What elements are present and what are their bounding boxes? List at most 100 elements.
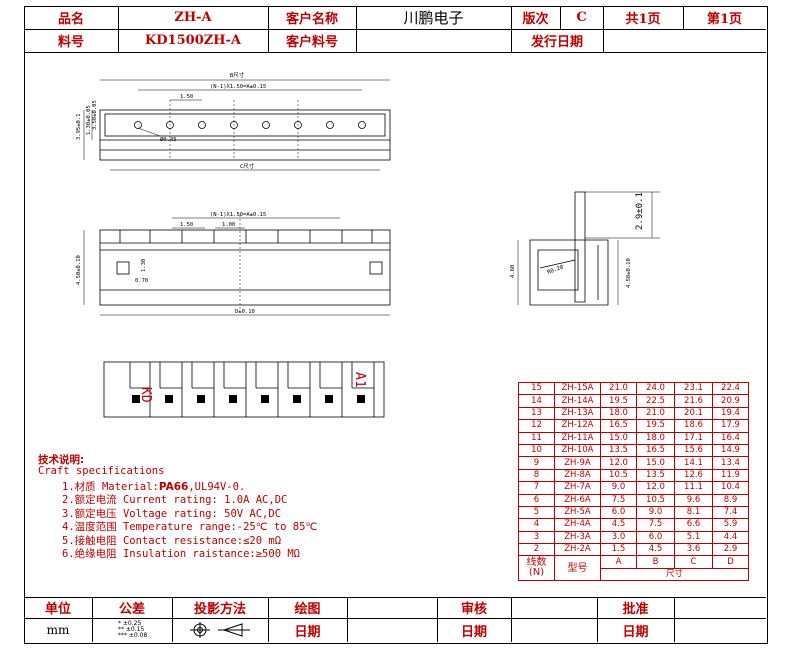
- dim-b-cell: 22.5: [636, 394, 675, 408]
- dim-a-cell: 12.0: [600, 456, 637, 470]
- unit-value: mm: [46, 623, 70, 637]
- front-h: 4.50±0.10: [76, 255, 82, 285]
- dim-a-cell: 16.5: [600, 419, 637, 433]
- dim-d-cell: 4.4: [712, 530, 749, 545]
- tolerance-3: *** ±0.08: [118, 632, 148, 639]
- version-label: 版次: [522, 12, 549, 27]
- tolerance-1: * ±0.25: [118, 620, 142, 627]
- top-view: [83, 79, 391, 171]
- name-label: 品名: [57, 12, 84, 27]
- front-pitch-total: (N-1)X1.50=A±0.15: [210, 212, 266, 218]
- wire-count-cell: 3: [518, 530, 555, 545]
- wire-count-cell: 9: [518, 456, 555, 470]
- header-col-line: [560, 6, 561, 29]
- size-label: 尺寸: [600, 567, 749, 582]
- wire-count-cell: 15: [518, 381, 555, 396]
- spec-item-en: Contact resistance:≤20 mΩ: [116, 534, 282, 547]
- dim-b-cell: 10.5: [636, 493, 675, 507]
- spec-item-cn: 3.额定电压: [62, 507, 117, 520]
- dim-d-cell: 7.4: [712, 505, 749, 520]
- side-pin-h: 2.9±0.1: [635, 192, 645, 230]
- dim-b-cell: 21.0: [636, 406, 675, 421]
- model-cell: ZH-8A: [554, 468, 601, 483]
- wire-count-cell: 7: [518, 481, 555, 495]
- version-value: C: [576, 10, 587, 25]
- wire-count-cell: 2: [518, 543, 555, 557]
- top-pitch: 1.50: [180, 94, 193, 100]
- name-value: ZH-A: [174, 10, 212, 25]
- dim-b-cell: 24.0: [636, 381, 675, 396]
- review-label: 审核: [460, 602, 487, 617]
- wire-count-header: 线数(N): [518, 555, 555, 582]
- footer-col-line: [437, 597, 438, 642]
- dim-c-cell: 5.1: [674, 530, 713, 545]
- model-cell: ZH-4A: [554, 518, 601, 532]
- wire-count-cell: 4: [518, 518, 555, 532]
- footer-top: [24, 597, 766, 598]
- dim-d-cell: 10.4: [712, 481, 749, 495]
- side-base-h: 4.60: [510, 265, 516, 278]
- header-divider: [24, 29, 766, 30]
- spec-item: 3.额定电压 Voltage rating: 50V AC,DC: [62, 506, 281, 521]
- spec-item: 2.额定电流 Current rating: 1.0A AC,DC: [62, 492, 287, 507]
- dim-b-cell: 4.5: [636, 543, 675, 557]
- header-col-line: [511, 6, 512, 52]
- dim-b-cell: 15.0: [636, 456, 675, 470]
- model-cell: ZH-14A: [554, 394, 601, 408]
- dim-a-cell: 6.0: [600, 505, 637, 520]
- dim-b-cell: 12.0: [636, 481, 675, 495]
- wire-count-cell: 11: [518, 431, 555, 445]
- dim-a-cell: 13.5: [600, 443, 637, 458]
- approve-date-label: 日期: [622, 624, 649, 640]
- spec-item: 6.绝缘电阻 Insulation raistance:≥500 MΩ: [62, 546, 300, 561]
- wire-count-cell: 5: [518, 505, 555, 520]
- header-col-line: [118, 6, 119, 52]
- col-b-header: B: [636, 555, 675, 569]
- review-date-label: 日期: [460, 624, 487, 640]
- col-d-header: D: [712, 555, 749, 569]
- issue-date-label: 发行日期: [530, 35, 583, 50]
- dim-b-cell: 7.5: [636, 518, 675, 532]
- spec-item-en: Material:: [95, 481, 159, 493]
- model-cell: ZH-11A: [554, 431, 601, 445]
- tolerance-2: ** ±0.15: [118, 626, 145, 633]
- spec-item: 1.材质 Material:PA66,UL94V-0.: [62, 479, 245, 494]
- dim-a-cell: 19.5: [600, 394, 637, 408]
- dim-b-cell: 13.5: [636, 468, 675, 483]
- front-view: [83, 215, 391, 316]
- spec-title: 技术说明:: [38, 454, 85, 466]
- spec-item: 5.接触电阻 Contact resistance:≤20 mΩ: [62, 533, 281, 548]
- spec-item-cn: 5.接触电阻: [62, 534, 117, 547]
- model-cell: ZH-10A: [554, 443, 601, 458]
- dim-c-cell: 3.6: [674, 543, 713, 557]
- spec-item-cn: 4.温度范围: [62, 521, 117, 534]
- dim-a-cell: 9.0: [600, 481, 637, 495]
- dim-a-cell: 1.5: [600, 543, 637, 557]
- dim-a-cell: 21.0: [600, 381, 637, 396]
- model-cell: ZH-12A: [554, 419, 601, 433]
- dim-c-cell: 20.1: [674, 406, 713, 421]
- spec-subtitle: Craft specifications: [38, 465, 165, 477]
- projection-label: 投影方法: [193, 602, 246, 617]
- footer-col-line: [597, 597, 598, 642]
- mark-kd: KD: [138, 387, 153, 403]
- side-angle: R0.20: [547, 265, 565, 276]
- dim-b-cell: 16.5: [636, 443, 675, 458]
- footer-col-line: [172, 597, 173, 642]
- spec-item-en: Insulation raistance:≥500 MΩ: [116, 548, 300, 560]
- front-w1: 0.70: [135, 278, 148, 284]
- top-h1: 3.95±0.1: [76, 114, 82, 141]
- wire-count-cell: 8: [518, 468, 555, 483]
- tolerance-label: 公差: [118, 602, 145, 617]
- spec-item-en: Temperature range:-25℃ to 85℃: [116, 521, 318, 534]
- dim-b-cell: 19.5: [636, 419, 675, 433]
- dim-b-cell: 9.0: [636, 505, 675, 520]
- part-value: KD1500ZH-A: [144, 33, 241, 48]
- spec-item-rest: ,UL94V-0.: [188, 481, 246, 493]
